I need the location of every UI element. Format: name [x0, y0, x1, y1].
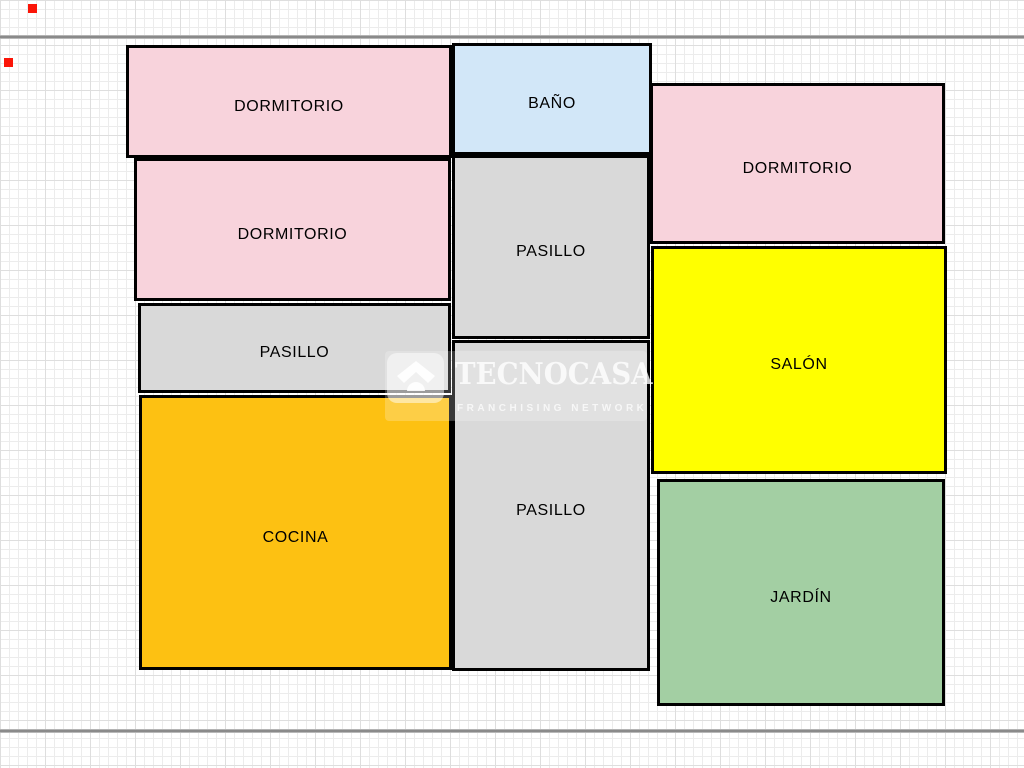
red-marker-left	[4, 58, 13, 67]
room-dormitorio-top-left: DORMITORIO	[126, 45, 452, 158]
room-pasillo-central-inferior: PASILLO	[452, 340, 650, 671]
room-label-bano: BAÑO	[528, 95, 576, 112]
room-jardin: JARDÍN	[657, 479, 945, 706]
red-marker-top	[28, 4, 37, 13]
room-label-dormitorio-top-left: DORMITORIO	[234, 97, 344, 115]
room-label-pasillo-izquierdo: PASILLO	[259, 344, 330, 361]
tecnocasa-logo-tile	[387, 353, 444, 403]
room-pasillo-central-superior: PASILLO	[452, 155, 650, 339]
room-dormitorio-right: DORMITORIO	[650, 83, 945, 244]
room-label-salon: SALÓN	[770, 356, 828, 373]
bottom-ruler-line	[0, 729, 1024, 733]
room-label-dormitorio-right: DORMITORIO	[742, 159, 853, 177]
top-ruler-line	[0, 35, 1024, 39]
room-label-pasillo-central-superior: PASILLO	[516, 243, 586, 260]
room-bano: BAÑO	[452, 43, 652, 155]
room-label-pasillo-central-inferior: PASILLO	[516, 501, 586, 519]
room-label-dormitorio-left-second: DORMITORIO	[237, 225, 348, 243]
room-salon: SALÓN	[651, 246, 947, 474]
house-icon	[396, 361, 435, 391]
room-label-cocina: COCINA	[262, 528, 329, 546]
tecnocasa-watermark: TECNOCASA FRANCHISING NETWORK	[385, 351, 653, 421]
room-cocina: COCINA	[139, 395, 452, 670]
watermark-brand-text: TECNOCASA	[455, 357, 653, 392]
watermark-tagline-text: FRANCHISING NETWORK	[457, 403, 648, 414]
room-label-jardin: JARDÍN	[770, 588, 832, 606]
room-dormitorio-left-second: DORMITORIO	[134, 158, 451, 301]
